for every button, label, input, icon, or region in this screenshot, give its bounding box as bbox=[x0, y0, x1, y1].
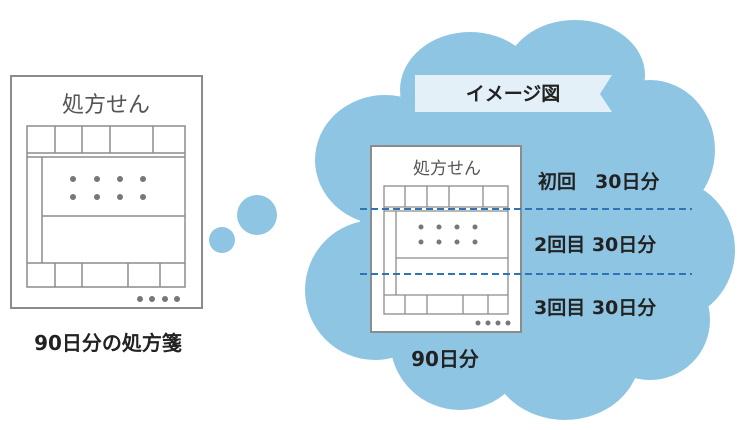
left-prescription: 処方せん bbox=[10, 75, 203, 309]
banner-title: イメージ図 bbox=[466, 83, 561, 105]
left-prescription-form bbox=[26, 125, 186, 288]
bubble-prescription-dots bbox=[418, 224, 511, 326]
segment-label-first: 初回 30日分 bbox=[538, 170, 659, 193]
segment-label-third: 3回目 30日分 bbox=[534, 297, 656, 319]
left-prescription-dots bbox=[70, 176, 180, 302]
bubble-prescription-caption: 90日分 bbox=[411, 347, 479, 371]
thought-bubble-medium bbox=[237, 195, 277, 235]
bubble-prescription-title: 処方せん bbox=[413, 159, 481, 179]
bubble-prescription-form bbox=[383, 185, 509, 315]
bubble-prescription: 処方せん bbox=[370, 145, 522, 333]
left-prescription-caption: 90日分の処方箋 bbox=[34, 331, 182, 355]
thought-bubble-small bbox=[209, 227, 235, 253]
banner bbox=[415, 75, 612, 112]
left-prescription-title: 処方せん bbox=[62, 93, 150, 118]
segment-label-second: 2回目 30日分 bbox=[534, 234, 656, 256]
